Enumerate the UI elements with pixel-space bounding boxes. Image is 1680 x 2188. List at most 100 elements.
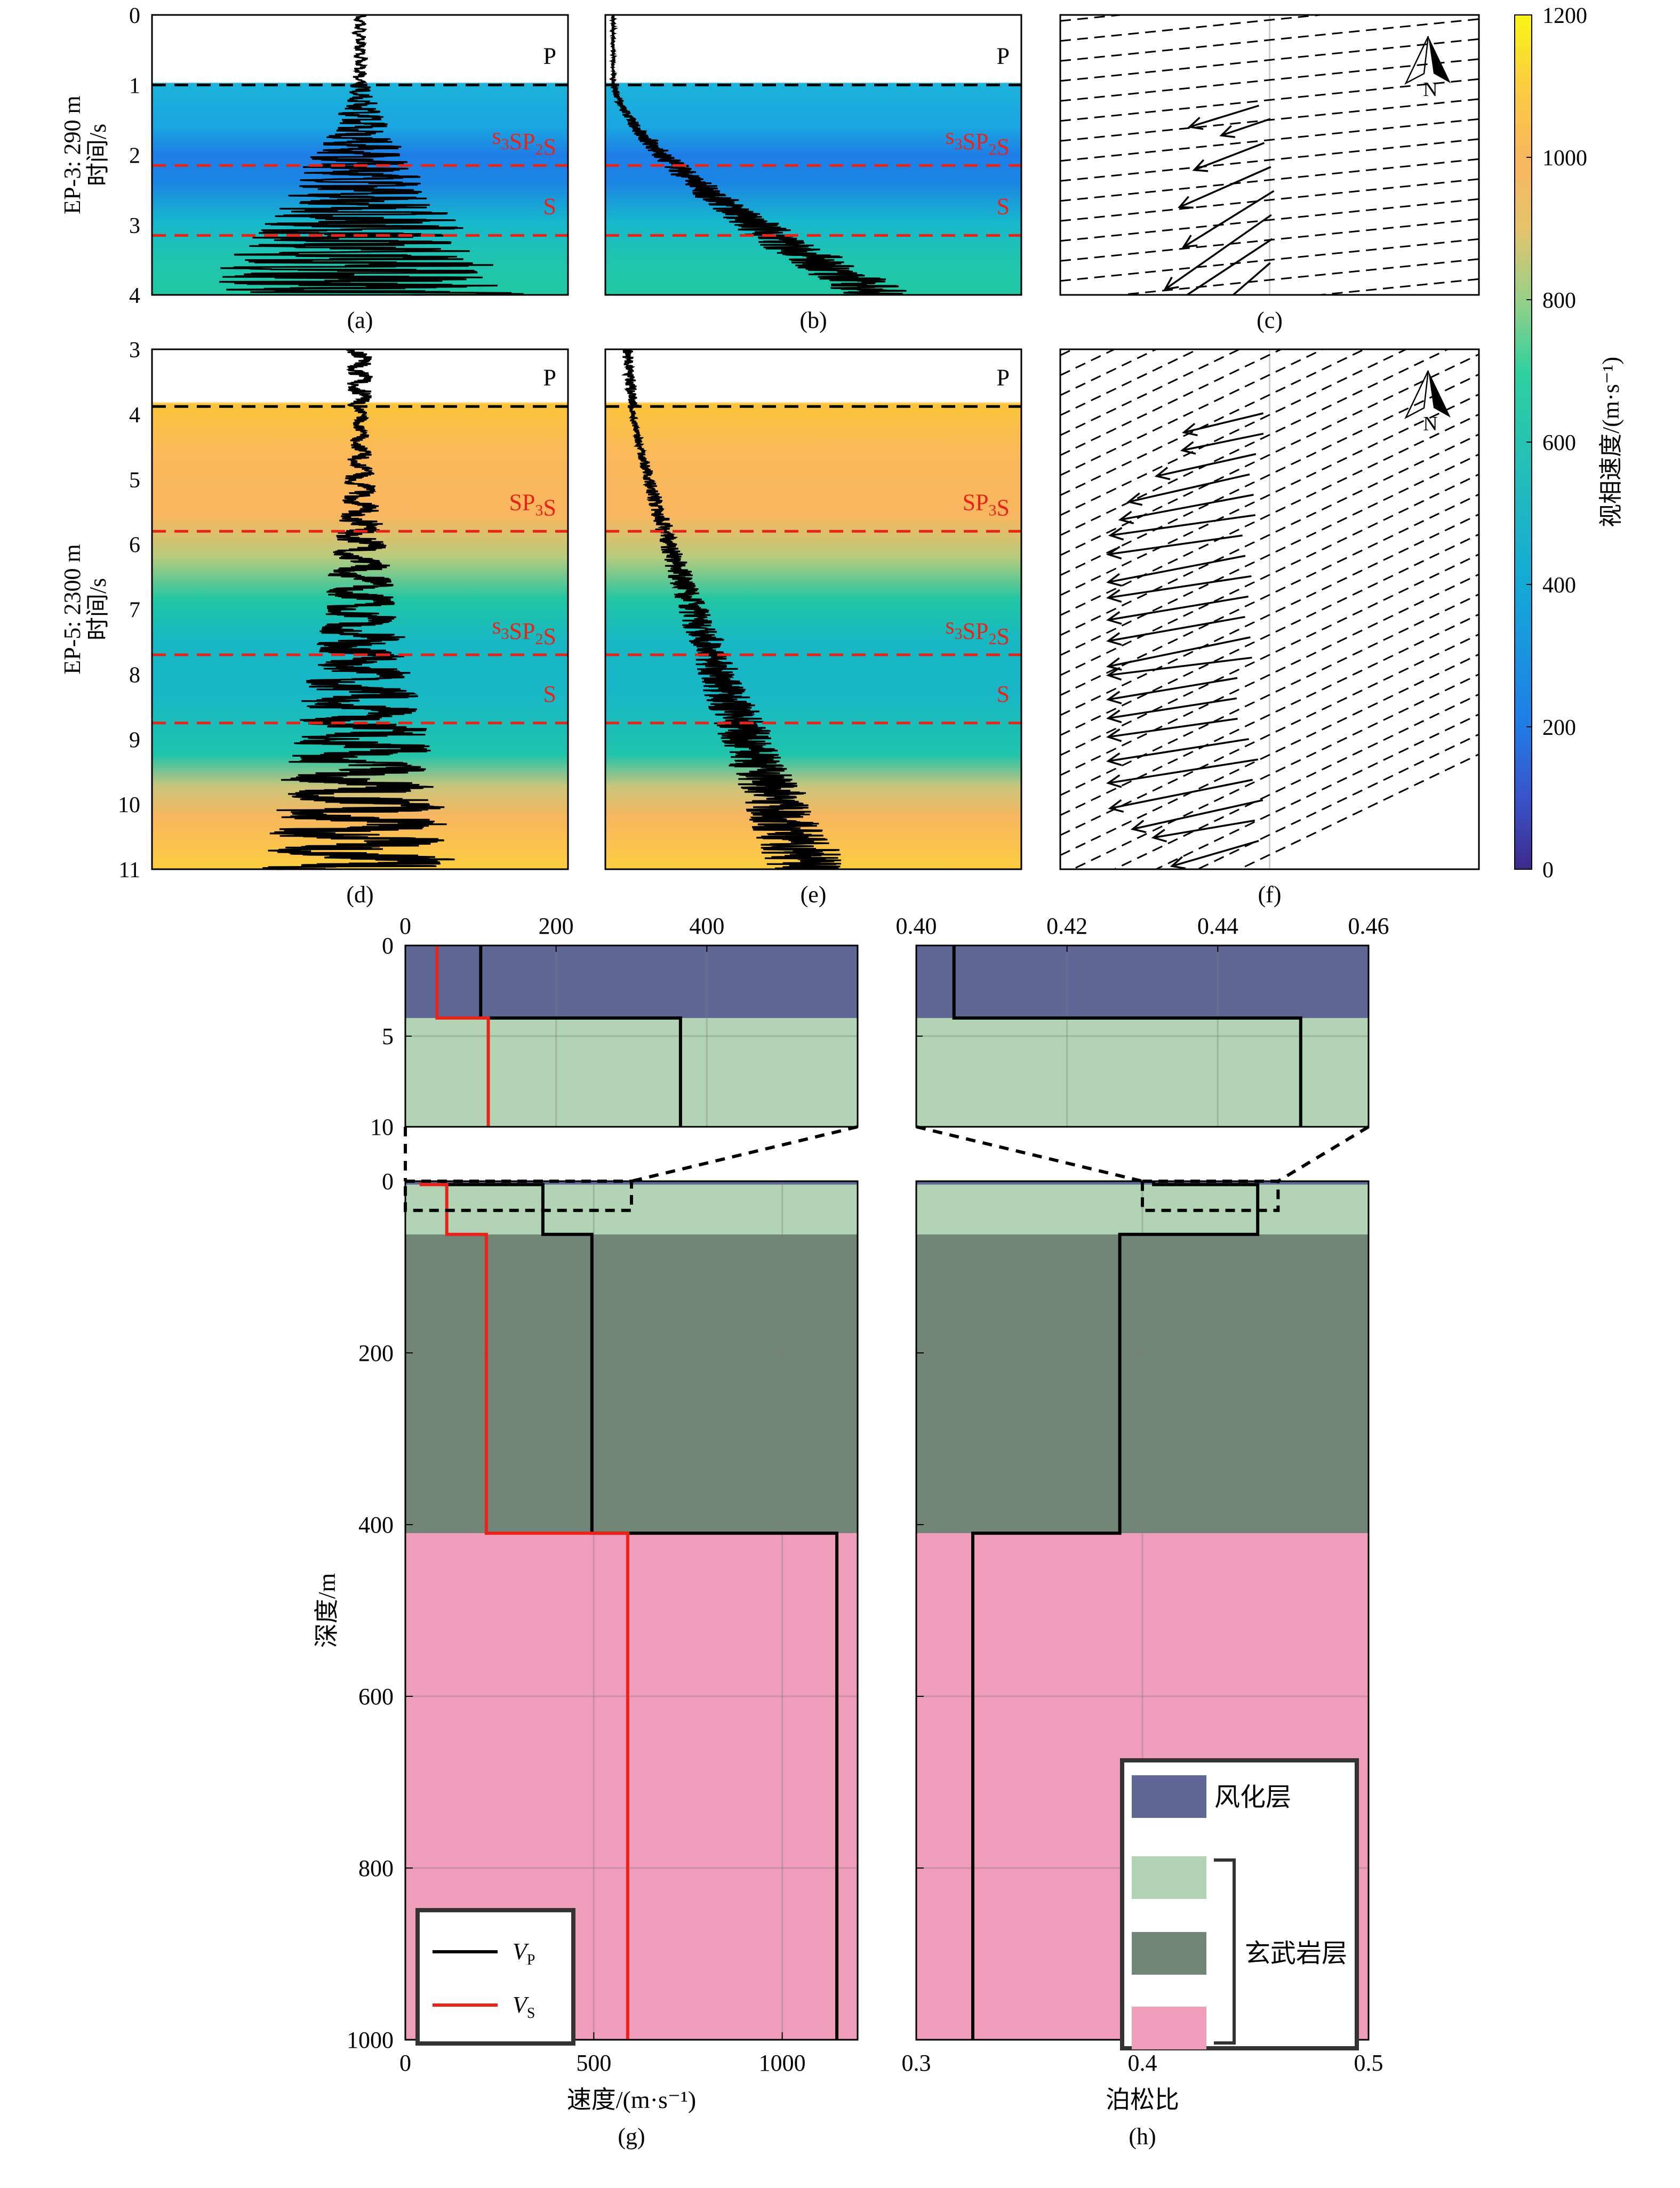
polar-dash-line: [1060, 474, 1479, 676]
marker-label-part: S: [543, 494, 556, 520]
polar-dash-line: [1060, 349, 1408, 516]
polar-arrowhead: [1163, 276, 1179, 291]
zoom-connector: [916, 1125, 1143, 1183]
row1-ytick-label: 1: [129, 74, 140, 98]
polar-arrowhead: [1108, 527, 1124, 541]
polar-dash-line: [1060, 178, 1479, 222]
inset-ytick-label: 0: [382, 933, 394, 959]
colorbar-tick-label: 600: [1542, 431, 1576, 455]
row1-marker-label: S: [543, 193, 556, 219]
colorbar-label: 视相速度/(m·s⁻¹): [1598, 357, 1624, 527]
legend-vp-label: VP: [513, 1938, 535, 1968]
polar-dash-line: [1060, 58, 1479, 102]
row1-panel-frame-0: [151, 14, 569, 296]
polar-dash-line: [1060, 413, 1479, 616]
colorbar-tick-label: 800: [1542, 288, 1576, 313]
row2-panel-label: (e): [801, 881, 827, 908]
polar-arrowhead: [1106, 709, 1122, 724]
polar-arrowhead: [1106, 691, 1122, 704]
row1-ylabel-station: EP-3: 290 m: [59, 95, 85, 214]
legend-g: [415, 1908, 575, 2046]
polar-arrowhead: [1219, 125, 1236, 138]
row1-ytick-label: 0: [129, 4, 140, 28]
row1-ytick-label: 2: [129, 144, 140, 169]
polar-arrow: [1108, 738, 1249, 762]
marker-label-part: S: [997, 623, 1010, 650]
polar-arrowhead: [1192, 159, 1209, 172]
legend-weathered-label: 风化层: [1214, 1783, 1291, 1812]
row2-polar-lines: [1060, 349, 1479, 869]
chart-frame: [404, 1180, 859, 2041]
polar-arrow: [1231, 262, 1271, 295]
legend-swatch-0: [1132, 1775, 1206, 1818]
row2-ytick-label: 7: [129, 598, 140, 623]
row1-polar-lines: [1060, 15, 1479, 334]
polar-dash-line: [1312, 278, 1479, 295]
marker-label-part: S: [997, 134, 1010, 160]
panel-label: (h): [1129, 2123, 1156, 2150]
series-poisson: [971, 1181, 1260, 2040]
north-arrow-icon: [1404, 370, 1429, 419]
polar-dash-line: [1060, 349, 1283, 456]
polar-arrow: [1182, 432, 1264, 452]
inset-series-poisson: [952, 945, 1302, 1127]
row2-ytick-label: 11: [119, 858, 140, 883]
row2-panel-frame-0: [151, 348, 569, 870]
row1-marker-label: P: [997, 43, 1010, 69]
polar-dash-line: [1113, 693, 1479, 869]
row2-ytick-label: 6: [129, 533, 140, 558]
row1-marker-label: P: [543, 43, 556, 69]
north-arrow-icon: [1404, 36, 1429, 85]
polar-arrowhead: [1106, 667, 1122, 681]
row2-marker-label: SP3S: [509, 489, 556, 520]
legend-swatch-1: [1132, 1856, 1206, 1899]
inset-xtick-label: 200: [539, 913, 574, 939]
polar-dash-line: [1060, 554, 1479, 756]
polar-dash-line: [1112, 258, 1479, 295]
polar-arrow: [1164, 214, 1272, 290]
marker-label-part: SP: [963, 618, 989, 644]
polar-arrowhead: [1127, 322, 1141, 334]
polar-arrow: [1108, 555, 1246, 583]
marker-label-part: 3: [955, 625, 963, 643]
row2-marker-label: P: [997, 364, 1010, 390]
polar-dash-line: [1196, 733, 1479, 869]
polar-dash-line: [1060, 78, 1479, 122]
polar-dash-line: [1060, 349, 1366, 496]
marker-label-part: S: [997, 494, 1010, 520]
north-label: N: [1423, 413, 1437, 435]
polar-dash-line: [1060, 138, 1479, 182]
polar-arrow: [1156, 453, 1257, 477]
polar-dash-line: [1060, 349, 1200, 416]
colorbar-tick-label: 0: [1542, 858, 1554, 883]
polar-arrowhead: [1170, 856, 1186, 869]
polar-arrowhead: [1182, 422, 1198, 436]
north-label: N: [1423, 78, 1437, 101]
marker-label-part: 3: [989, 501, 997, 519]
polar-dash-line: [1154, 714, 1479, 869]
inset-xtick-label: 0: [399, 913, 411, 939]
xlabel: 泊松比: [1106, 2086, 1179, 2113]
zoom-connector: [1277, 1125, 1370, 1183]
marker-label-part: SP: [509, 129, 535, 155]
polar-arrow: [1108, 697, 1237, 719]
inset-xtick-label: 0.46: [1348, 913, 1389, 939]
row2-marker-label: P: [543, 364, 556, 390]
row2-waveform-1: [621, 348, 842, 870]
polar-dash-line: [1060, 634, 1479, 836]
colorbar-tick-label: 400: [1542, 573, 1576, 598]
polar-arrowhead: [1106, 774, 1122, 788]
marker-label-part: 3: [955, 135, 963, 153]
row2-panel-frame-1: [604, 348, 1022, 870]
north-arrow-icon: [1428, 371, 1451, 418]
polar-dash-line: [1060, 613, 1479, 816]
polar-dash-line: [1060, 533, 1479, 736]
inset-layer-basalt: [916, 1018, 1369, 1127]
polar-dash-line: [1060, 238, 1479, 282]
layer-basalt_light: [916, 1184, 1369, 1235]
row2-ytick-label: 4: [129, 403, 140, 428]
polar-dash-line: [1060, 118, 1479, 162]
legend-bracket: [1214, 1858, 1236, 2045]
row1-panel-label: (a): [347, 307, 373, 333]
